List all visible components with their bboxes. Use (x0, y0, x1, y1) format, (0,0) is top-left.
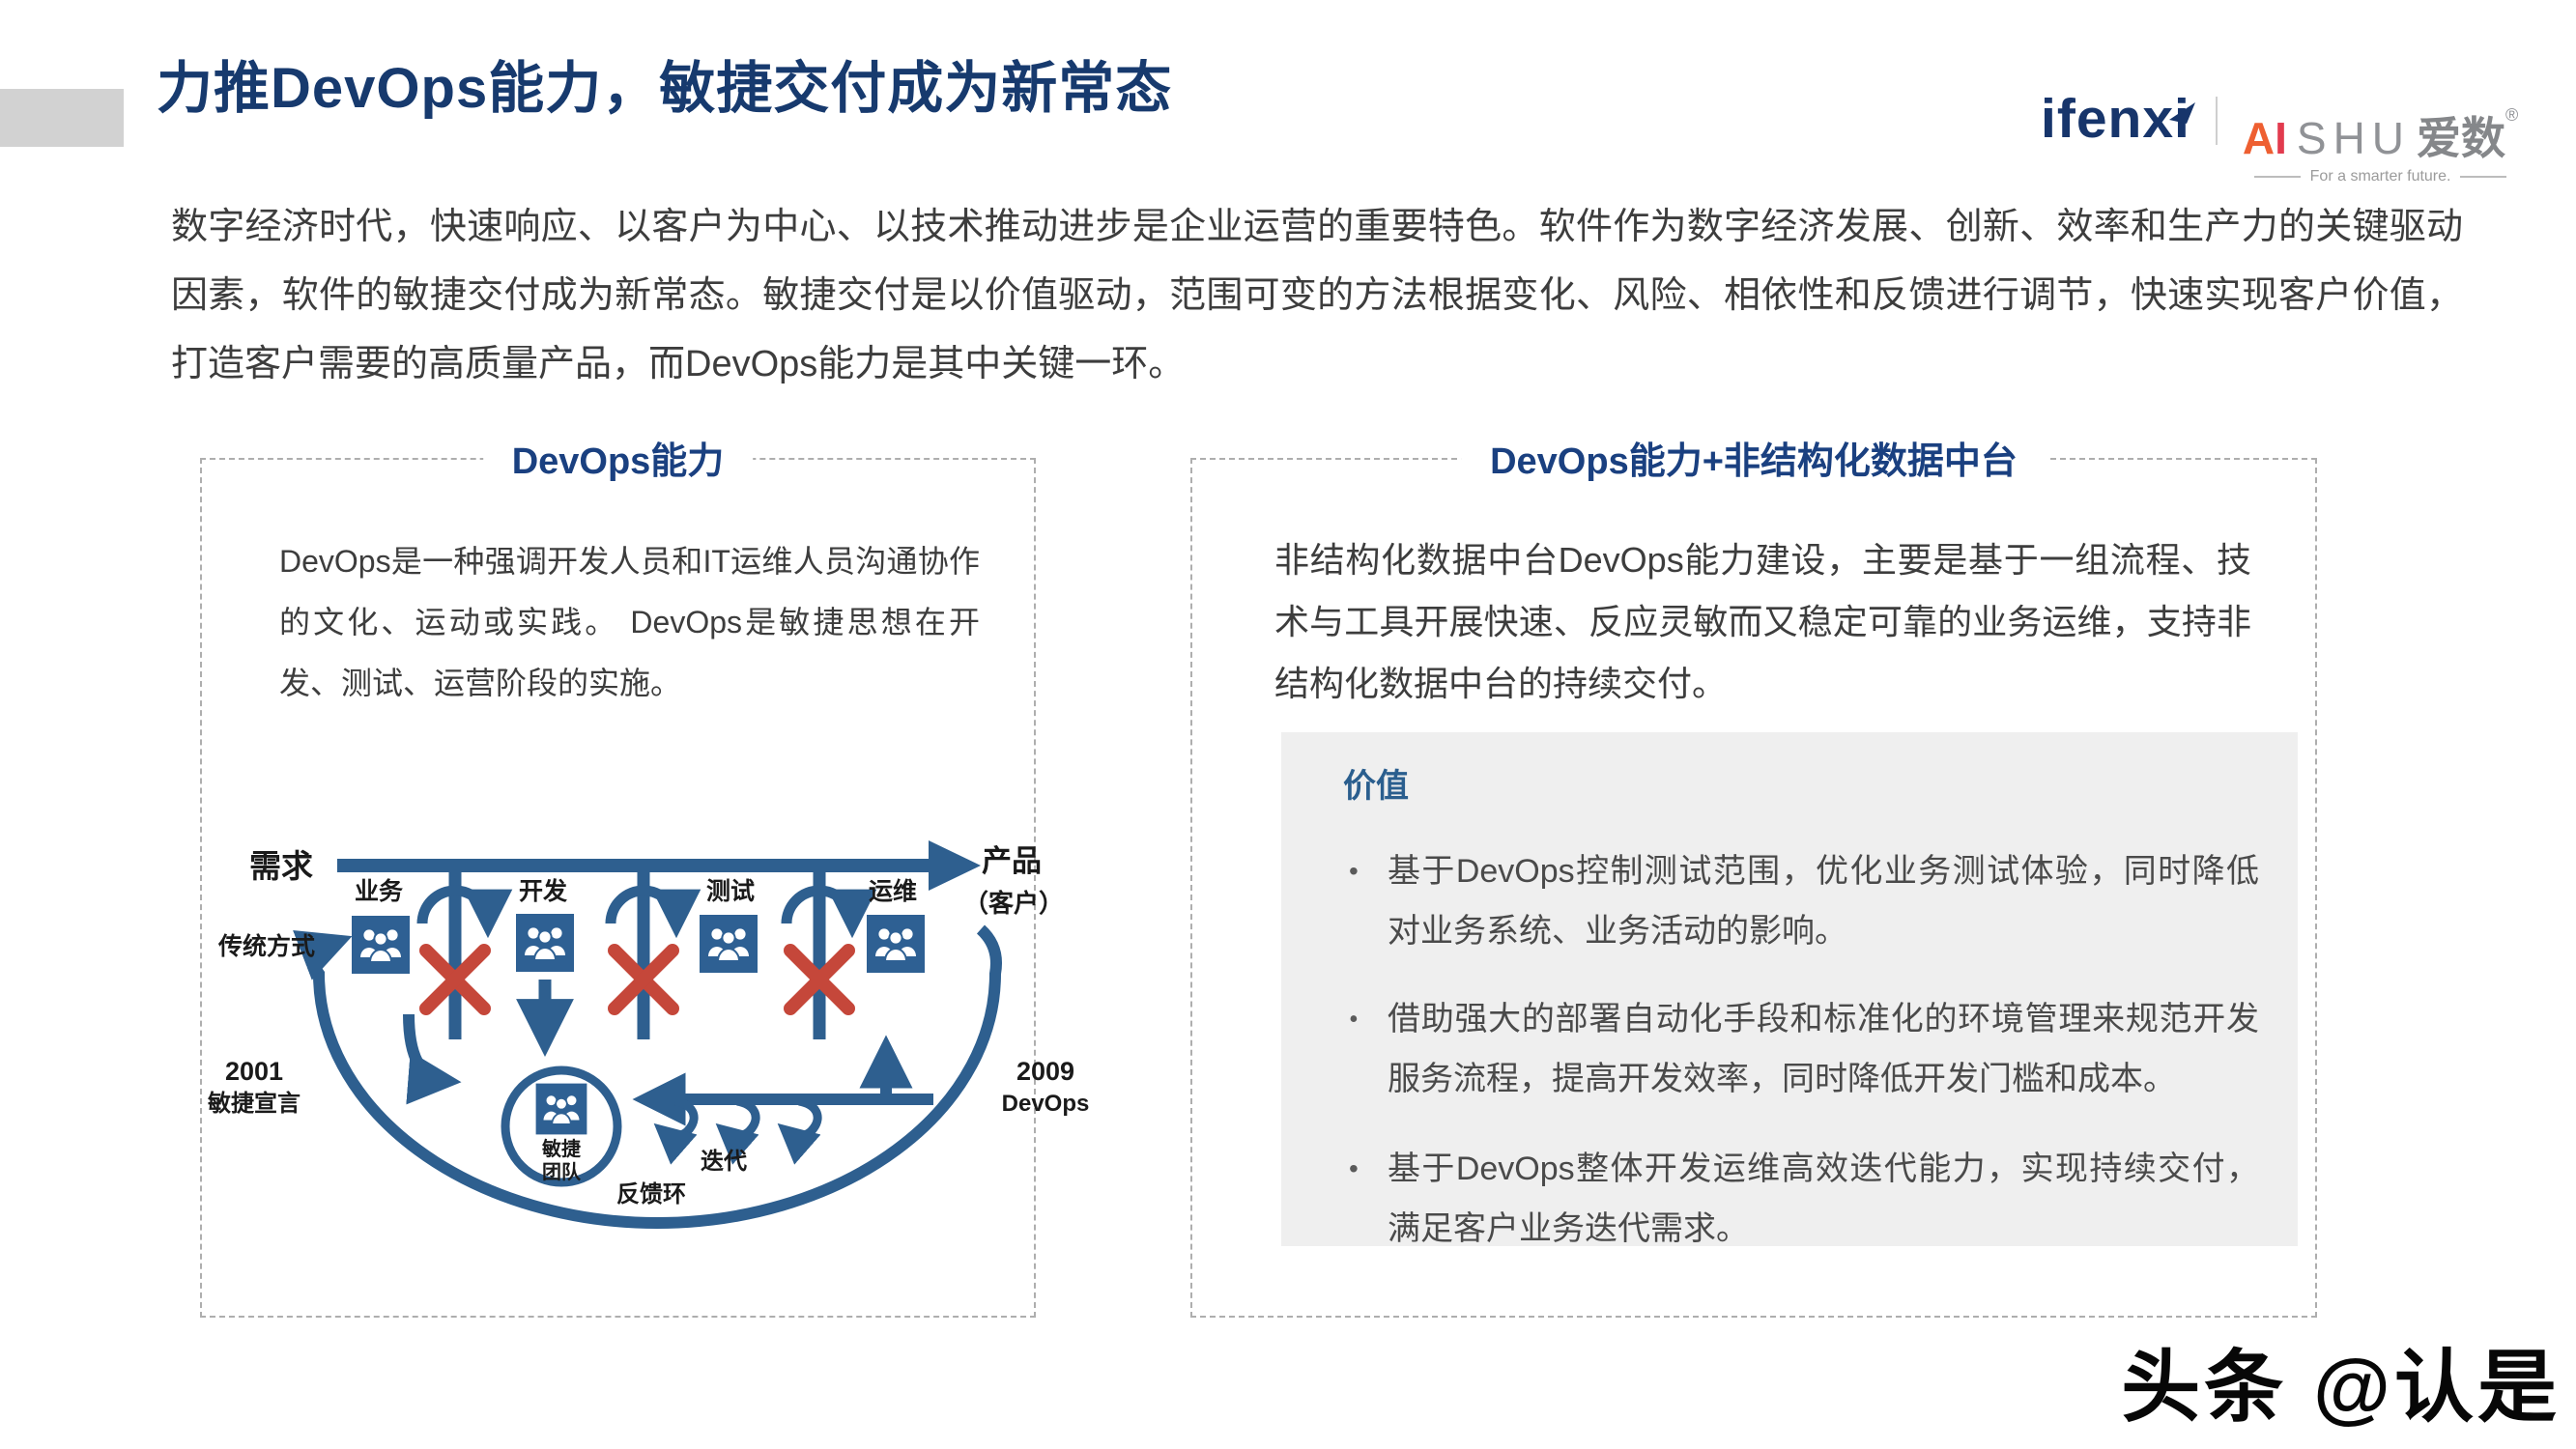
agile-manifesto-label: 敏捷宣言 (207, 1090, 301, 1117)
feedback-loop-label: 反馈环 (616, 1181, 686, 1208)
left-panel-body: DevOps是一种强调开发人员和IT运维人员沟通协作的文化、运动或实践。 Dev… (279, 544, 980, 700)
ifenxi-logo: ifenxi (2041, 88, 2195, 150)
ifenxi-logo-text: ifenxi (2041, 88, 2190, 150)
value-bullet-list: 基于DevOps控制测试范围，优化业务测试体验，同时降低对业务系统、业务活动的影… (1343, 841, 2259, 1259)
stage-label-dev: 开发 (519, 877, 567, 905)
aishu-tagline: For a smarter future. (2245, 168, 2517, 185)
iteration-label: 迭代 (701, 1149, 747, 1175)
blocked-x-icons (419, 944, 855, 1015)
devops-datahub-panel: DevOps能力+非结构化数据中台 非结构化数据中台DevOps能力建设，主要是… (1190, 430, 2317, 1318)
iteration-curl-icons (653, 1096, 822, 1165)
value-bullet: 基于DevOps控制测试范围，优化业务测试体验，同时降低对业务系统、业务活动的影… (1343, 841, 2259, 961)
devops-2009-label: DevOps (1002, 1091, 1090, 1117)
agile-team-badge: 敏捷 团队 (501, 1065, 622, 1187)
watermark: 头条 @认是 (2121, 1344, 2561, 1432)
demand-to-product-arrow (337, 840, 981, 891)
stage-label-test: 测试 (706, 878, 755, 905)
value-bullet: 基于DevOps整体开发运维高效迭代能力，实现持续交付，满足客户业务迭代需求。 (1343, 1139, 2259, 1259)
aishu-i: I (2275, 113, 2287, 163)
handoff-loop-arrows (416, 885, 877, 939)
ifenxi-arrow-icon (2168, 79, 2196, 135)
devops-capability-panel: DevOps能力 DevOps是一种强调开发人员和IT运维人员沟通协作的文化、运… (200, 430, 1089, 1318)
dev-team-icon (515, 913, 575, 973)
stage-barrier-bars (448, 867, 826, 1039)
aishu-shu: SHU (2296, 113, 2412, 163)
test-team-icon (699, 914, 758, 974)
right-panel-body: 非结构化数据中台DevOps能力建设，主要是基于一组流程、技术与工具开展快速、反… (1274, 540, 2251, 703)
feedback-loop-arc (293, 924, 1002, 1229)
tagline-text: For a smarter future. (2309, 168, 2451, 185)
logo-divider (2215, 97, 2218, 145)
diagram-label-traditional: 传统方式 (217, 932, 315, 960)
stage-label-ops: 运维 (869, 877, 917, 905)
diagram-label-product: 产品 (982, 844, 1042, 878)
tagline-dash-right (2460, 176, 2507, 178)
curve-into-team-arrow (403, 1013, 462, 1105)
aishu-a: A (2242, 113, 2275, 163)
ops-team-icon (866, 914, 926, 974)
year-right-label: 2009 (1016, 1057, 1074, 1086)
intro-paragraph: 数字经济时代，快速响应、以客户为中心、以技术推动进步是企业运营的重要特色。软件作… (171, 207, 2463, 384)
diagram-label-customer: （客户） (963, 889, 1064, 918)
stage-label-business: 业务 (355, 878, 403, 905)
value-box: 价值 基于DevOps控制测试范围，优化业务测试体验，同时降低对业务系统、业务活… (1281, 732, 2298, 1247)
accent-block (0, 89, 124, 147)
page-title: 力推DevOps能力，敏捷交付成为新常态 (157, 57, 1173, 120)
agile-team-label-2: 团队 (542, 1160, 582, 1183)
registered-mark-icon: ® (2505, 105, 2519, 125)
diagram-label-demand: 需求 (249, 848, 313, 884)
value-bullet: 借助强大的部署自动化手段和标准化的环境管理来规范开发服务流程，提高开发效率，同时… (1343, 990, 2259, 1110)
value-box-title: 价值 (1343, 768, 1409, 805)
business-team-icon (351, 915, 411, 975)
tagline-dash-left (2253, 176, 2301, 178)
right-panel-title: DevOps能力+非结构化数据中台 (1461, 430, 2046, 484)
aishu-cn: 爱数 (2417, 113, 2506, 163)
agile-team-label-1: 敏捷 (541, 1137, 582, 1160)
devops-flow-diagram: 敏捷 团队 需求 产品 （客户） 传统方式 业务 开发 测试 运维 2001 敏… (207, 840, 1089, 1229)
year-left-label: 2001 (225, 1057, 283, 1086)
left-panel-title: DevOps能力 (482, 430, 754, 484)
